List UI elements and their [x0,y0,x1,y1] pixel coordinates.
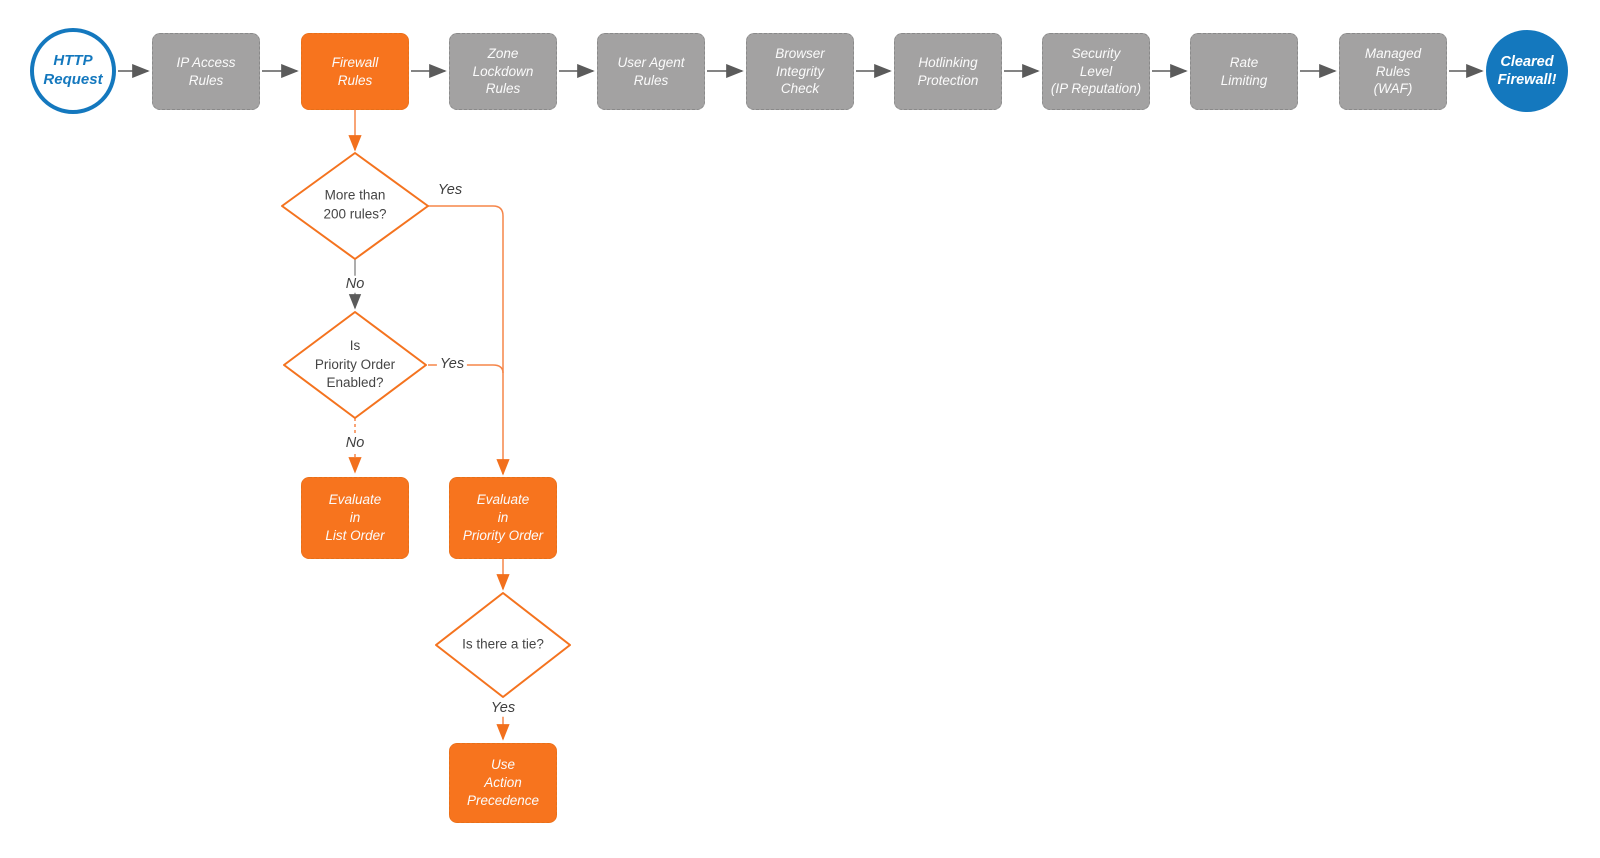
edge-label-decision1-yes: Yes [434,181,466,199]
node-http-request-label: HTTP Request [43,52,103,88]
node-zone-lockdown-rules-label: Zone Lockdown Rules [472,45,534,97]
node-use-action-precedence-label: Use Action Precedence [466,757,540,808]
decision-priority-order-enabled-label: Is Priority Order Enabled? [314,338,396,391]
node-use-action-precedence: Use Action Precedence [449,743,557,823]
node-ip-access-rules-label: IP Access Rules [176,54,236,88]
edge-label-decision1-no: No [342,275,368,293]
node-hotlinking-protection-label: Hotlinking Protection [917,54,979,88]
edge-decision1-yes-to-priority-order [428,205,510,476]
node-hotlinking-protection: Hotlinking Protection [894,33,1002,110]
node-evaluate-list-order: Evaluate in List Order [301,477,409,559]
node-managed-rules-waf: Managed Rules (WAF) [1339,33,1447,110]
edge-label-decision3-yes: Yes [487,699,519,717]
node-security-level-label: Security Level (IP Reputation) [1050,45,1142,97]
node-user-agent-rules: User Agent Rules [597,33,705,110]
decision-is-there-a-tie-label: Is there a tie? [462,636,544,652]
node-evaluate-priority-order: Evaluate in Priority Order [449,477,557,559]
node-ip-access-rules: IP Access Rules [152,33,260,110]
decision-priority-order-enabled-shape [283,311,427,419]
edge-label-decision2-no: No [342,434,368,452]
node-evaluate-priority-order-label: Evaluate in Priority Order [462,492,544,543]
node-firewall-rules: Firewall Rules [301,33,409,110]
decision-more-than-200-rules-shape [281,152,429,260]
node-cleared-firewall-label: Cleared Firewall! [1497,53,1557,88]
node-rate-limiting: Rate Limiting [1190,33,1298,110]
node-browser-integrity-check-label: Browser Integrity Check [775,45,825,97]
node-managed-rules-waf-label: Managed Rules (WAF) [1364,45,1422,97]
node-user-agent-rules-label: User Agent Rules [617,54,685,88]
node-security-level: Security Level (IP Reputation) [1042,33,1150,110]
node-rate-limiting-label: Rate Limiting [1220,54,1268,88]
node-zone-lockdown-rules: Zone Lockdown Rules [449,33,557,110]
edge-label-decision2-yes: Yes [436,355,468,373]
decision-is-there-a-tie-shape [435,592,571,698]
node-evaluate-list-order-label: Evaluate in List Order [325,492,385,543]
edge-decision2-yes-merge [428,364,504,374]
node-cleared-firewall: Cleared Firewall! [1486,30,1568,112]
decision-diamonds [281,152,571,698]
decision-more-than-200-rules-label: More than 200 rules? [323,187,387,221]
node-firewall-rules-label: Firewall Rules [331,54,379,88]
node-http-request: HTTP Request [30,28,116,114]
node-browser-integrity-check: Browser Integrity Check [746,33,854,110]
